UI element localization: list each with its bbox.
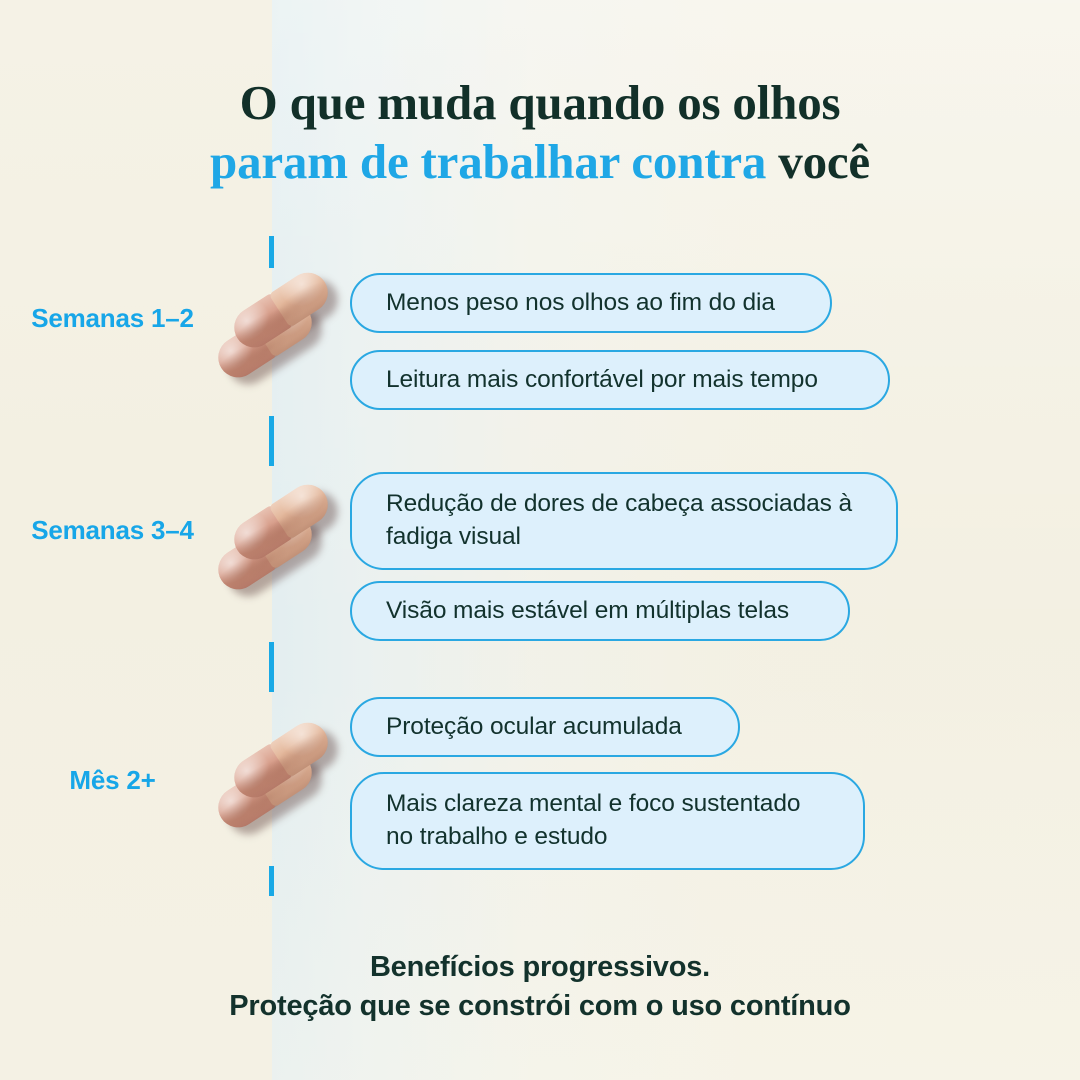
benefit-chip[interactable]: Proteção ocular acumulada <box>350 697 740 757</box>
timeline-stage-semanas-3-4: Semanas 3–4 Redução de dores de cabeça a… <box>0 468 1080 643</box>
timeline-segment-3 <box>269 642 274 692</box>
stage-label-line-2: 1–2 <box>151 303 194 333</box>
benefit-chip[interactable]: Redução de dores de cabeça associadas à … <box>350 472 898 570</box>
timeline-segment-4 <box>269 866 274 896</box>
benefit-chip-text: Proteção ocular acumulada <box>386 712 682 740</box>
benefit-chip-text: Mais clareza mental e foco sustentado no… <box>386 790 801 850</box>
benefit-chip[interactable]: Menos peso nos olhos ao fim do dia <box>350 273 832 333</box>
title-highlight: param de trabalhar contra <box>210 133 767 189</box>
title-line-1: O que muda quando os olhos <box>239 75 841 130</box>
benefit-chip-text: Leitura mais confortável por mais tempo <box>386 365 818 393</box>
stage-label-semanas-3-4: Semanas 3–4 <box>0 514 225 548</box>
stage-label-line-1: Mês 2+ <box>69 765 156 795</box>
title-line-2-rest: você <box>766 133 870 189</box>
stage-label-line-1: Semanas <box>31 515 144 545</box>
page-title: O que muda quando os olhos param de trab… <box>0 74 1080 192</box>
benefit-chip-text: Visão mais estável em múltiplas telas <box>386 596 789 624</box>
benefit-chip-text: Menos peso nos olhos ao fim do dia <box>386 288 775 316</box>
capsule-pills-icon <box>210 714 346 843</box>
footer-line-1: Benefícios progressivos. <box>369 951 711 983</box>
footer-caption: Benefícios progressivos. Proteção que se… <box>0 948 1080 1027</box>
benefit-chip[interactable]: Leitura mais confortável por mais tempo <box>350 350 890 410</box>
stage-label-line-1: Semanas <box>31 303 144 333</box>
benefit-chip-text: Redução de dores de cabeça associadas à … <box>386 490 853 550</box>
benefit-chip[interactable]: Mais clareza mental e foco sustentado no… <box>350 772 865 870</box>
timeline-segment-1 <box>269 236 274 268</box>
stage-label-semanas-1-2: Semanas 1–2 <box>0 302 225 336</box>
timeline-stage-mes-2-plus: Mês 2+ Proteção ocular acumulada Mais cl… <box>0 694 1080 870</box>
stage-label-mes-2-plus: Mês 2+ <box>0 764 225 798</box>
timeline-stage-semanas-1-2: Semanas 1–2 Menos peso nos olhos ao fim … <box>0 262 1080 422</box>
title-line-2: param de trabalhar contra você <box>0 133 1080 192</box>
capsule-pills-icon <box>210 476 346 605</box>
benefit-chip[interactable]: Visão mais estável em múltiplas telas <box>350 581 850 641</box>
capsule-pills-icon <box>210 264 346 393</box>
stage-label-line-2: 3–4 <box>151 515 194 545</box>
timeline-segment-2 <box>269 416 274 466</box>
footer-line-2: Proteção que se constrói com o uso contí… <box>229 990 851 1023</box>
